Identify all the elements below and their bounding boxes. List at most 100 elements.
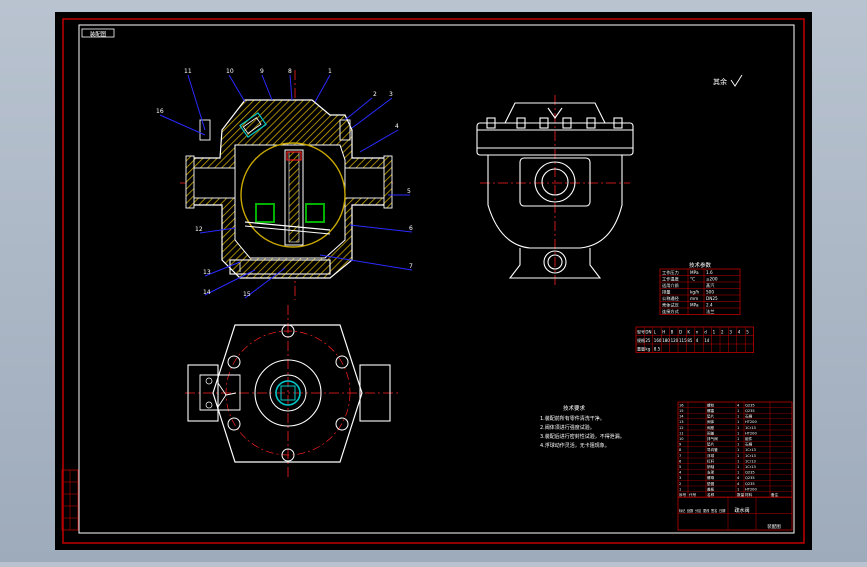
parts-cell: 名称 xyxy=(707,492,715,497)
parts-cell: 备注 xyxy=(771,492,779,497)
balloon-13: 13 xyxy=(203,269,211,276)
parts-cell: 1Cr13 xyxy=(745,459,756,463)
size-cell: 4 xyxy=(738,329,741,334)
spec-cell: DN25 xyxy=(706,296,718,301)
parts-cell: 1 xyxy=(737,448,739,452)
parts-cell: 1 xyxy=(737,443,739,447)
size-cell: K xyxy=(687,329,690,334)
size-cell: 1 xyxy=(713,329,716,334)
parts-cell: 13 xyxy=(679,420,684,424)
parts-cell: Q235 xyxy=(745,471,755,475)
parts-cell: 1 xyxy=(737,437,739,441)
parts-cell: 2 xyxy=(679,482,681,486)
size-cell: 4 xyxy=(696,338,699,343)
balloon-6: 6 xyxy=(409,225,413,232)
size-cell: DN xyxy=(645,329,651,334)
title-name: 疏水阀 xyxy=(734,507,749,514)
parts-cell: 8 xyxy=(679,448,682,452)
spec-cell: MPa xyxy=(690,303,699,308)
parts-cell: 15 xyxy=(679,409,684,413)
balloon-2: 2 xyxy=(373,91,377,98)
parts-cell: 阀座 xyxy=(707,425,715,430)
tech-notes-title: 技术要求 xyxy=(563,404,586,412)
balloon-14: 14 xyxy=(203,289,211,296)
parts-cell: 石棉 xyxy=(745,414,753,419)
parts-cell: HT200 xyxy=(745,431,757,435)
revision-cell: 日期 xyxy=(719,508,725,513)
balloon-5: 5 xyxy=(407,188,411,195)
parts-cell: 1 xyxy=(737,465,739,469)
size-cell: H xyxy=(662,329,665,334)
parts-cell: 数量 xyxy=(737,492,745,497)
size-cell: 3 xyxy=(729,329,732,334)
size-cell: 160 xyxy=(654,338,662,343)
side-view xyxy=(476,95,634,285)
parts-cell: 1 xyxy=(679,487,681,491)
spec-cell: ≤200 xyxy=(706,277,718,282)
parts-cell: 阀盖 xyxy=(707,430,715,435)
parts-cell: 1Cr13 xyxy=(745,448,756,452)
parts-cell: 7 xyxy=(679,454,681,458)
spec-cell: °C xyxy=(690,277,695,282)
roughness-symbol-icon xyxy=(730,74,743,87)
tech-note-1: 1.装配前所有零件清洗干净。 xyxy=(540,415,605,422)
parts-cell: HT200 xyxy=(745,487,757,491)
size-cell: n xyxy=(696,329,699,334)
parts-cell: 组件 xyxy=(745,436,753,441)
parts-cell: 1 xyxy=(737,471,739,475)
size-cell: 14 xyxy=(704,338,710,343)
parts-cell: 6 xyxy=(679,459,682,463)
spec-cell: 法兰 xyxy=(706,308,714,315)
size-cell: 重量 xyxy=(637,345,645,351)
technical-notes: 技术要求 1.装配前所有零件清洗干净。 2.阀体须进行强度试验。 3.装配后进行… xyxy=(540,404,625,449)
size-cell: 115 xyxy=(679,338,687,343)
size-cell: 85 xyxy=(687,338,693,343)
tech-note-2: 2.阀体须进行强度试验。 xyxy=(540,424,595,431)
spec-cell: MPa xyxy=(690,270,699,275)
parts-cell: 3 xyxy=(679,476,681,480)
parts-cell: 杠杆 xyxy=(707,458,715,463)
parts-cell: 1 xyxy=(737,459,739,463)
balloon-7: 7 xyxy=(409,263,413,270)
balloon-8: 8 xyxy=(288,68,292,75)
section-view xyxy=(180,70,395,300)
parts-cell: 4 xyxy=(737,482,740,486)
size-cell: B xyxy=(671,329,674,334)
revision-cell: 处数 xyxy=(687,508,694,513)
revision-cell: 更改 xyxy=(703,508,710,513)
balloon-11: 11 xyxy=(184,68,192,75)
balloon-12: 12 xyxy=(195,226,203,233)
balloon-15: 15 xyxy=(243,291,251,298)
spec-cell: 蒸汽 xyxy=(706,282,715,289)
size-cell: 8.5 xyxy=(654,346,661,351)
balloon-10: 10 xyxy=(226,68,234,75)
parts-cell: 排气阀 xyxy=(707,436,718,441)
parts-cell: 4 xyxy=(679,471,682,475)
parts-cell: 9 xyxy=(679,443,682,447)
spec-cell: 500 xyxy=(706,290,714,295)
size-cell: d xyxy=(704,329,707,334)
parts-cell: 支架 xyxy=(707,470,715,475)
parts-cell: 材料 xyxy=(745,492,753,497)
drawing-number: 装配图 xyxy=(767,523,781,530)
parts-cell: 1 xyxy=(737,420,739,424)
parts-cell: 1 xyxy=(737,415,739,419)
parts-cell: 1 xyxy=(737,487,739,491)
parts-cell: 浮球 xyxy=(707,453,715,458)
parts-cell: 垫片 xyxy=(707,442,715,447)
parts-cell: Q235 xyxy=(745,409,755,413)
parts-cell: 5 xyxy=(679,465,681,469)
balloon-1: 1 xyxy=(328,68,332,75)
spec-cell: 连接方式 xyxy=(662,308,680,315)
stamp-text: 装配图 xyxy=(90,30,107,38)
parts-cell: Q235 xyxy=(745,403,755,407)
side-tags xyxy=(61,469,79,531)
balloon-4: 4 xyxy=(395,123,399,130)
parts-cell: Q235 xyxy=(745,482,755,486)
parts-cell: 1 xyxy=(737,409,739,413)
